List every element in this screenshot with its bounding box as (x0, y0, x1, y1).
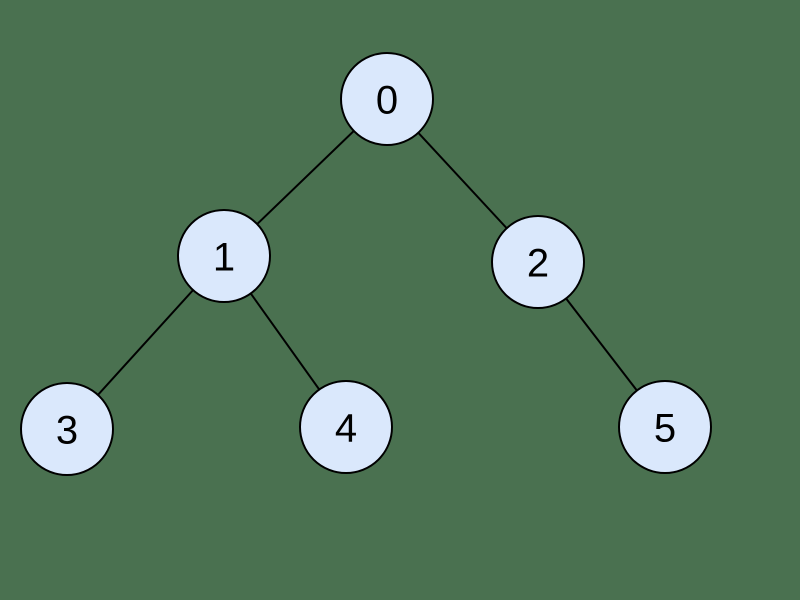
tree-node-circle-4 (299, 380, 393, 474)
tree-node-label-1: 1 (213, 236, 235, 280)
tree-node-label-5: 5 (654, 407, 676, 451)
tree-node-0: 0 (340, 52, 434, 146)
tree-node-label-2: 2 (527, 242, 549, 286)
tree-node-1: 1 (177, 209, 271, 303)
tree-node-2: 2 (491, 215, 585, 309)
tree-node-circle-0 (340, 52, 434, 146)
tree-node-label-3: 3 (56, 409, 78, 453)
tree-node-label-0: 0 (376, 79, 398, 123)
tree-node-circle-1 (177, 209, 271, 303)
tree-node-circle-3 (20, 382, 114, 476)
tree-node-5: 5 (618, 380, 712, 474)
tree-node-4: 4 (299, 380, 393, 474)
tree-node-circle-5 (618, 380, 712, 474)
tree-node-label-4: 4 (335, 407, 357, 451)
tree-node-circle-2 (491, 215, 585, 309)
tree-node-3: 3 (20, 382, 114, 476)
